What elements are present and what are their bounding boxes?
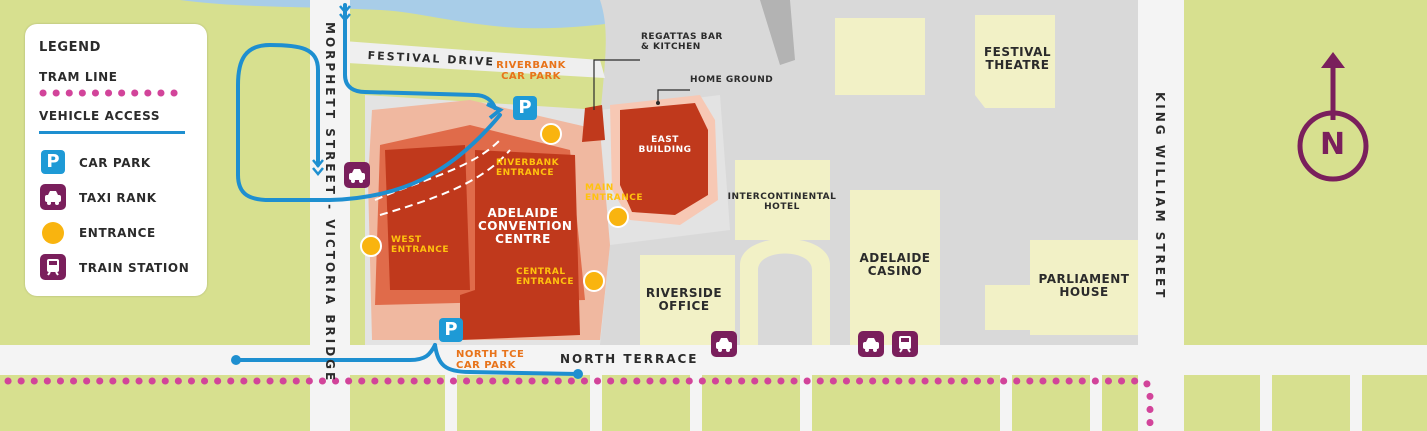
taxi-rank-icon[interactable] — [344, 162, 370, 188]
festival-theatre-building — [975, 15, 1055, 108]
vehicle-access-routes — [234, 3, 580, 376]
taxi-rank-icon[interactable] — [711, 331, 737, 357]
riverbank-car-park-label: RIVERBANK CAR PARK — [496, 60, 566, 82]
north-label: N — [1320, 127, 1346, 162]
legend-car-park-icon: P — [41, 150, 65, 174]
intercontinental-label: INTERCONTINENTAL HOTEL — [727, 192, 837, 212]
regattas-label: REGATTAS BAR & KITCHEN — [641, 32, 723, 52]
north-tce-car-park-label: NORTH TCE CAR PARK — [456, 349, 525, 371]
riverside-office-label: RIVERSIDE OFFICE — [645, 286, 723, 314]
taxi-rank-icon[interactable] — [858, 331, 884, 357]
route-riverbank — [343, 3, 497, 110]
route-arrow — [486, 102, 504, 120]
parliament-building — [1030, 240, 1138, 335]
east-building-label: EAST BUILDING — [638, 135, 692, 155]
west-entrance-label: WEST ENTRANCE — [391, 235, 449, 255]
legend-taxi-rank-label: TAXI RANK — [79, 191, 157, 205]
legend-tram-line-label: TRAM LINE — [39, 70, 118, 84]
route-north-tce-out — [433, 343, 580, 376]
adelaide-convention-centre-label: ADELAIDE CONVENTION CENTRE — [478, 206, 573, 247]
route-chevrons — [312, 159, 324, 176]
route-north-tce-in — [234, 343, 437, 362]
home-ground-callout — [657, 89, 690, 102]
legend-train-station-icon — [40, 254, 66, 280]
convention-hall-west — [385, 145, 470, 290]
path — [800, 375, 812, 431]
route-chevrons — [339, 5, 351, 22]
route-loop — [236, 43, 502, 202]
legend-train-station-label: TRAIN STATION — [79, 261, 190, 275]
riverbank-car-park-icon[interactable]: P — [513, 96, 537, 120]
path — [590, 375, 602, 431]
route-endpoint — [231, 355, 241, 365]
morphett-street-label: MORPHETT STREET - VICTORIA BRIDGE — [323, 22, 338, 384]
intercontinental-building — [735, 160, 830, 240]
north-tce-car-park-icon[interactable]: P — [439, 318, 463, 342]
driveway-line — [379, 149, 511, 216]
home-ground-label: HOME GROUND — [690, 75, 774, 85]
path — [445, 375, 457, 431]
train-station-icon[interactable] — [892, 331, 918, 357]
path — [690, 375, 702, 431]
west-entrance-marker[interactable] — [360, 235, 382, 257]
festival-drive-road — [330, 40, 605, 78]
path — [1090, 375, 1102, 431]
legend-car-park-label: CAR PARK — [79, 156, 151, 170]
route-endpoint — [573, 369, 583, 379]
king-william-street-road — [1138, 0, 1184, 431]
driveway-line — [374, 139, 501, 201]
main-entrance-marker[interactable] — [607, 206, 629, 228]
regattas-building — [582, 105, 605, 142]
tram-line — [4, 377, 1154, 431]
central-entrance-marker[interactable] — [583, 270, 605, 292]
north-terrace-label: NORTH TERRACE — [560, 352, 699, 366]
north-arrow-ring — [1297, 110, 1369, 182]
path — [1260, 375, 1272, 431]
legend-panel: LEGEND TRAM LINE VEHICLE ACCESS P CAR PA… — [25, 24, 207, 296]
central-entrance-label: CENTRAL ENTRANCE — [516, 267, 574, 287]
legend-vehicle-access-swatch — [39, 131, 185, 134]
road-spur — [760, 0, 795, 65]
legend-title: LEGEND — [39, 40, 101, 55]
path — [1000, 375, 1012, 431]
path — [1350, 375, 1362, 431]
festival-theatre-label: FESTIVAL THEATRE — [983, 45, 1052, 73]
building-north — [835, 18, 925, 95]
legend-entrance-icon — [42, 222, 64, 244]
parliament-house-label: PARLIAMENT HOUSE — [1038, 272, 1130, 300]
north-arrow — [1297, 52, 1369, 182]
arch-building — [740, 238, 830, 345]
main-entrance-label: MAIN ENTRANCE — [585, 183, 643, 203]
regattas-callout — [593, 59, 640, 110]
casino-building — [850, 190, 940, 345]
king-william-street-label: KING WILLIAM STREET — [1153, 92, 1168, 301]
east-building — [620, 103, 708, 215]
legend-taxi-rank-icon — [40, 184, 66, 210]
convention-hall-main — [460, 150, 580, 340]
legend-tram-line-swatch — [39, 89, 189, 97]
callout-dot — [656, 101, 660, 105]
riverbank-entrance-marker[interactable] — [540, 123, 562, 145]
park-east — [1190, 0, 1427, 345]
legend-vehicle-access-label: VEHICLE ACCESS — [39, 109, 161, 123]
legend-entrance-label: ENTRANCE — [79, 226, 156, 240]
riverside-office-building — [640, 255, 735, 345]
riverbank-entrance-label: RIVERBANK ENTRANCE — [496, 158, 560, 178]
parliament-annex — [985, 285, 1030, 330]
north-arrow-head — [1321, 52, 1345, 68]
adelaide-casino-label: ADELAIDE CASINO — [859, 251, 931, 279]
